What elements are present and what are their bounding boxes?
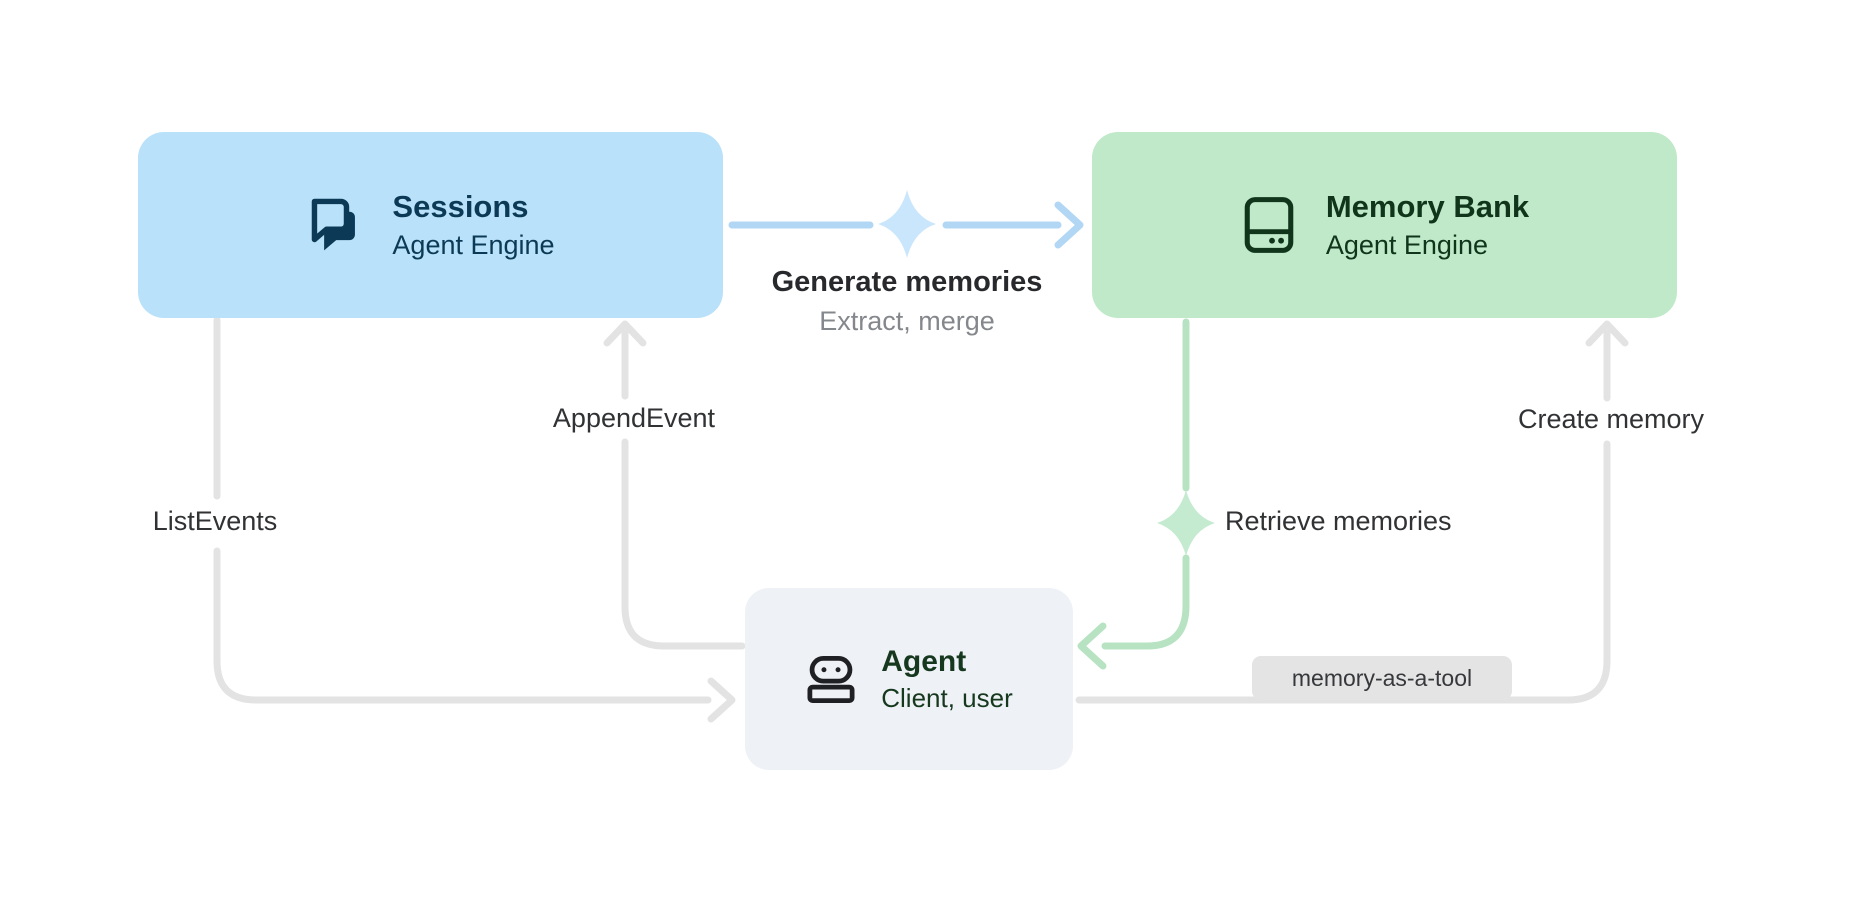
green-sparkle-icon [1157,490,1215,556]
blue-sparkle-icon [878,190,936,258]
append-event-arrow [603,320,746,650]
agent-title: Agent [881,645,967,678]
create-memory-label: Create memory [1517,404,1705,434]
memory-as-a-tool-badge: memory-as-a-tool [1252,656,1512,700]
append-event-label: AppendEvent [552,403,716,433]
list-events-arrow [213,316,736,723]
create-memory-arrow [1075,320,1629,704]
retrieve-memories-label: Retrieve memories [1225,506,1452,536]
agent-node: Agent Client, user [745,588,1073,770]
generate-memories-label: Generate memories [771,266,1043,298]
agent-subtitle: Client, user [881,683,1013,713]
chat-bubbles-icon [306,196,364,254]
generate-memories-arrow [728,190,1084,258]
retrieve-memories-arrow [1077,318,1215,670]
robot-icon [805,653,857,705]
memory-bank-node: Memory Bank Agent Engine [1092,132,1677,318]
storage-icon [1240,196,1298,254]
sessions-node: Sessions Agent Engine [138,132,723,318]
memory-bank-title: Memory Bank [1325,189,1530,224]
sessions-title: Sessions [392,189,529,224]
extract-merge-sublabel: Extract, merge [819,306,995,336]
sessions-subtitle: Agent Engine [392,230,555,260]
list-events-label: ListEvents [152,506,278,536]
memory-bank-subtitle: Agent Engine [1325,230,1488,260]
